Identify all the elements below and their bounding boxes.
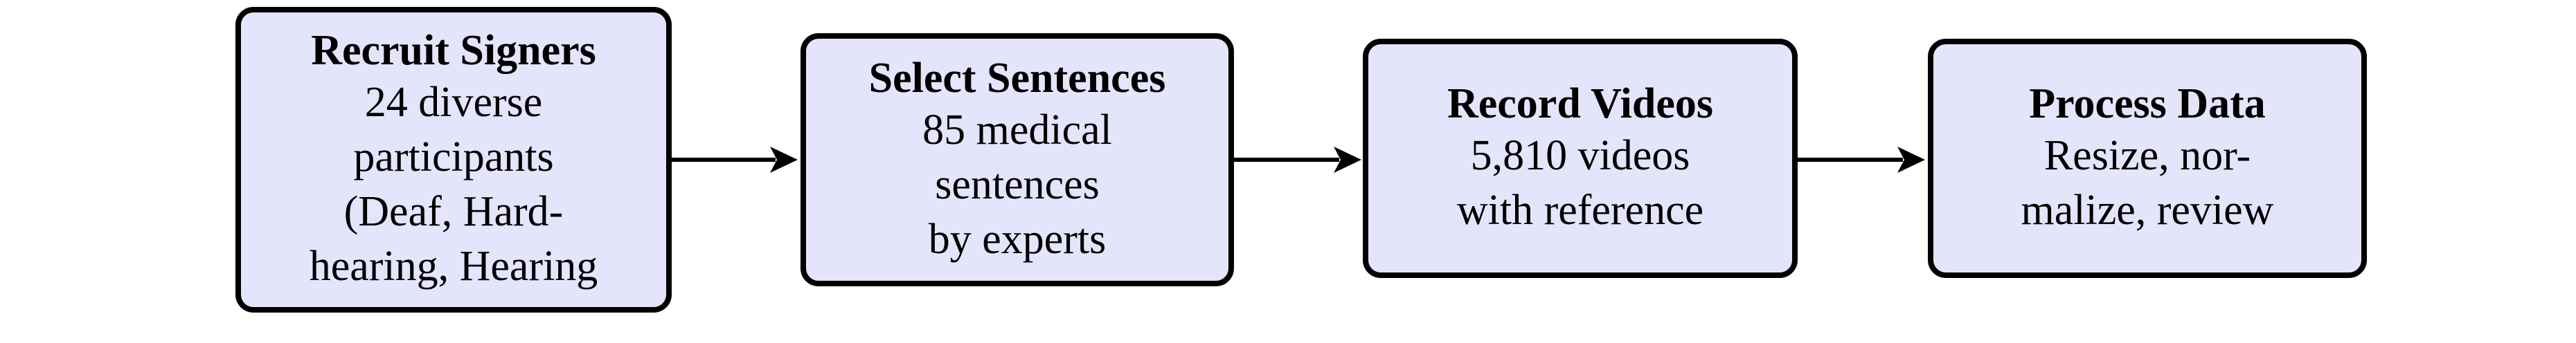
- arrow-step1-to-step2: [672, 147, 798, 173]
- step-title: Recruit Signers: [311, 27, 596, 74]
- step-title: Process Data: [2029, 80, 2266, 127]
- step-detail-line: participants: [353, 133, 554, 180]
- step-detail-line: malize, review: [2021, 187, 2274, 234]
- step-detail-line: 24 diverse: [364, 79, 543, 126]
- step-detail-line: (Deaf, Hard-: [343, 188, 564, 235]
- arrow-step3-to-step4: [1798, 147, 1925, 173]
- step-select-sentences: Select Sentences 85 medical sentences by…: [800, 33, 1234, 286]
- step-detail-line: 85 medical: [922, 106, 1112, 154]
- step-record-videos: Record Videos 5,810 videos with referenc…: [1363, 39, 1798, 278]
- step-title: Record Videos: [1447, 80, 1714, 127]
- step-detail-line: hearing, Hearing: [309, 243, 598, 290]
- step-recruit-signers: Recruit Signers 24 diverse participants …: [235, 7, 672, 313]
- arrow-step2-to-step3: [1234, 147, 1361, 173]
- step-detail-line: by experts: [928, 215, 1107, 263]
- step-detail-line: with reference: [1456, 187, 1704, 234]
- step-process-data: Process Data Resize, nor- malize, review: [1928, 39, 2367, 278]
- step-detail-line: 5,810 videos: [1470, 132, 1690, 179]
- step-title: Select Sentences: [868, 54, 1166, 102]
- step-detail-line: Resize, nor-: [2043, 132, 2251, 179]
- step-detail-line: sentences: [935, 160, 1100, 208]
